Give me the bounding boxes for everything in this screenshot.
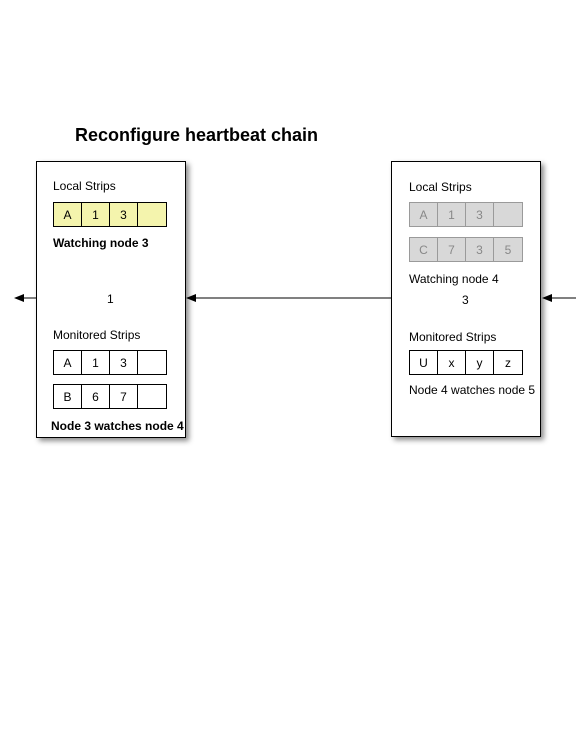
strip-cell: 3 <box>110 351 138 374</box>
strip-cell: C <box>410 238 438 261</box>
strip-cell: 5 <box>504 242 512 257</box>
strip-cell: A <box>410 203 438 226</box>
monitored-strip: U x y z <box>409 350 523 375</box>
watching-label: Watching node 4 <box>409 272 499 286</box>
monitored-strip: B 6 7 <box>53 384 167 409</box>
strip-cell: 3 <box>110 203 138 226</box>
node-number: 3 <box>462 293 469 307</box>
strip-cell: 1 <box>82 203 110 226</box>
strip-cell: y <box>466 351 494 374</box>
local-strip: A 1 3 <box>409 202 523 227</box>
local-strips-label: Local Strips <box>409 180 472 194</box>
strip-cell: B <box>54 385 82 408</box>
strip-cell: 3 <box>466 238 494 261</box>
node-footer: Node 3 watches node 4 <box>51 419 184 433</box>
node-number: 1 <box>107 292 114 306</box>
node-box-left: Local Strips A 1 3 Watching node 3 1 Mon… <box>36 161 186 438</box>
strip-cell: 1 <box>82 351 110 374</box>
strip-cell: z <box>505 355 511 370</box>
diagram-title: Reconfigure heartbeat chain <box>75 125 319 145</box>
local-strip: A 1 3 <box>53 202 167 227</box>
local-strips-label: Local Strips <box>53 179 116 193</box>
strip-cell: U <box>410 351 438 374</box>
monitored-strips-label: Monitored Strips <box>409 330 497 344</box>
strip-cell: A <box>54 203 82 226</box>
strip-cell: 7 <box>438 238 466 261</box>
strip-cell: 7 <box>110 385 138 408</box>
node-box-right: Local Strips A 1 3 C 7 3 5 Watching node… <box>391 161 541 437</box>
watching-label: Watching node 3 <box>53 236 149 250</box>
arrow-right-incoming <box>542 294 576 302</box>
monitored-strips-label: Monitored Strips <box>53 328 141 342</box>
strip-cell: x <box>438 351 466 374</box>
local-strip: C 7 3 5 <box>409 237 523 262</box>
arrow-between-nodes <box>186 294 391 302</box>
strip-cell: 3 <box>466 203 494 226</box>
arrow-left-outgoing <box>14 294 36 302</box>
strip-cell: 6 <box>82 385 110 408</box>
node-footer: Node 4 watches node 5 <box>409 383 536 397</box>
monitored-strip: A 1 3 <box>53 350 167 375</box>
strip-cell: A <box>54 351 82 374</box>
strip-cell: 1 <box>438 203 466 226</box>
